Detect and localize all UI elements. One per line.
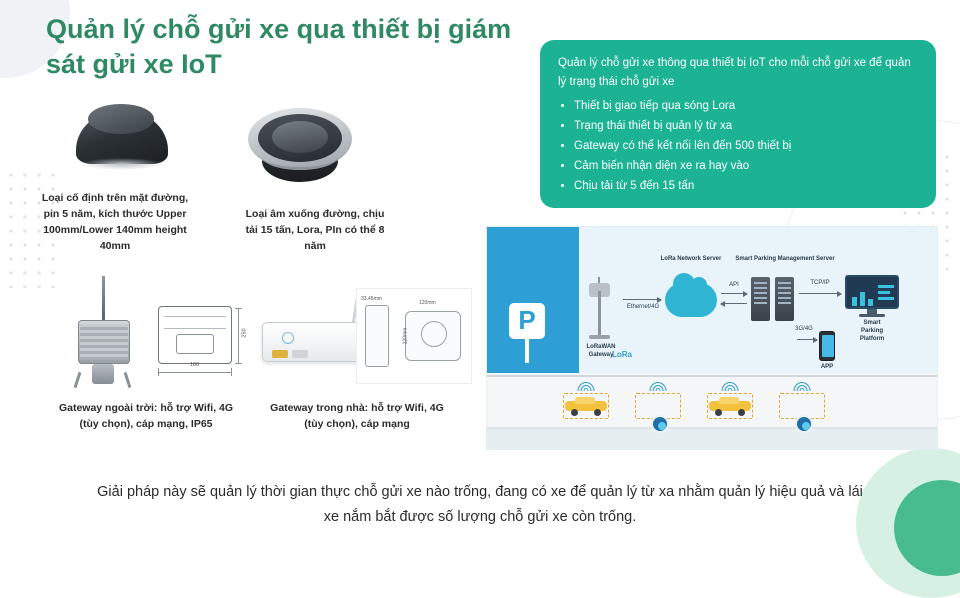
feature-card: Quản lý chỗ gửi xe thông qua thiết bị Io… xyxy=(540,40,936,208)
flush-sensor-caption: Loại âm xuống đường, chịu tải 15 tấn, Lo… xyxy=(245,208,385,252)
label-smart-parking-management-server: Smart Parking Management Server xyxy=(735,256,835,262)
panel-square-dimension-label: 120mm xyxy=(419,300,436,306)
feature-bullet: Cảm biến nhận diện xe ra hay vào xyxy=(574,156,918,176)
feature-bullet: Gateway có thể kết nối lên đến 500 thiết… xyxy=(574,136,918,156)
ethernet-port-icon xyxy=(272,350,288,358)
lorawan-gateway-icon xyxy=(583,277,617,341)
page-title: Quản lý chỗ gửi xe qua thiết bị giám sát… xyxy=(46,14,512,79)
app-phone-icon xyxy=(819,331,835,361)
surface-sensor-caption: Loại cố định trên mặt đường, pin 5 năm, … xyxy=(41,192,189,252)
label-app: APP xyxy=(820,364,834,370)
secondary-port-icon xyxy=(292,350,308,358)
architecture-diagram: P LoRaWAN Gateway LoRa Network Server Sm… xyxy=(486,226,938,450)
lora-network-server-icon xyxy=(665,273,717,317)
link-arrow-api xyxy=(721,290,748,297)
link-arrow-3g-4g xyxy=(797,336,818,343)
indoor-gateway-image xyxy=(262,291,366,368)
feature-bullet: Thiết bị giao tiếp qua sóng Lora xyxy=(574,96,918,116)
dimension-width-label: 160 xyxy=(190,362,200,368)
feature-bullet: Chịu tải từ 5 đến 15 tấn xyxy=(574,176,918,196)
outdoor-gateway-caption: Gateway ngoài trời: hỗ trợ Wifi, 4G (tùy… xyxy=(58,402,234,430)
smart-parking-platform-icon xyxy=(845,275,899,317)
dimension-height-label: 250 xyxy=(241,328,248,338)
parked-car-icon xyxy=(709,397,751,416)
parking-slot xyxy=(563,393,609,419)
wifi-signal-icon xyxy=(577,377,595,391)
decorative-dots-left xyxy=(4,168,62,288)
wifi-signal-icon xyxy=(649,377,667,391)
outdoor-gateway-image xyxy=(70,276,138,389)
management-server-icon-1 xyxy=(751,277,770,321)
flush-sensor-image xyxy=(248,108,352,188)
parking-panel xyxy=(487,227,579,373)
management-server-icon-2 xyxy=(775,277,794,321)
parking-sensor-icon xyxy=(795,415,813,433)
link-arrow-api-return xyxy=(720,300,747,307)
wifi-signal-icon xyxy=(793,377,811,391)
feature-bullet: Trạng thái thiết bị quản lý từ xa xyxy=(574,116,918,136)
parked-car-icon xyxy=(565,397,607,416)
footer-text: Giải pháp này sẽ quản lý thời gian thực … xyxy=(97,484,863,525)
feature-bullet-list: Thiết bị giao tiếp qua sóng Lora Trạng t… xyxy=(558,96,918,196)
label-3g-4g: 3G/4G xyxy=(795,326,813,332)
label-smart-parking-platform: Smart Parking Platform xyxy=(859,320,885,342)
status-led-icon xyxy=(282,332,294,344)
panel-square-height-label: 120mm xyxy=(402,327,409,345)
parking-slot xyxy=(707,393,753,419)
wifi-signal-icon xyxy=(721,377,739,391)
indoor-gateway-caption: Gateway trong nhà: hỗ trợ Wifi, 4G (tùy … xyxy=(270,402,444,430)
label-ethernet-4g: Ethernet/4G xyxy=(626,304,660,310)
panel-tall-dimension-label: 33.45mm xyxy=(361,296,382,302)
indoor-gateway-dimension-panel: 33.45mm 120mm 120mm xyxy=(356,288,472,384)
parking-sensor-icon xyxy=(651,415,669,433)
label-api: API xyxy=(729,282,739,288)
surface-sensor-image xyxy=(76,104,168,170)
label-tcp-ip: TCP/IP xyxy=(810,280,830,286)
link-arrow-ethernet-4g xyxy=(623,296,662,303)
feature-intro: Quản lý chỗ gửi xe thông qua thiết bị Io… xyxy=(558,57,911,88)
label-lorawan-gateway: LoRaWAN Gateway xyxy=(586,344,616,358)
link-arrow-tcp-ip xyxy=(799,290,842,297)
outdoor-gateway-dimension-drawing: 160 250 xyxy=(158,298,248,376)
parking-sign-icon: P xyxy=(509,303,545,339)
label-lora: LoRa xyxy=(612,350,632,359)
label-lora-network-server: LoRa Network Server xyxy=(660,256,722,262)
